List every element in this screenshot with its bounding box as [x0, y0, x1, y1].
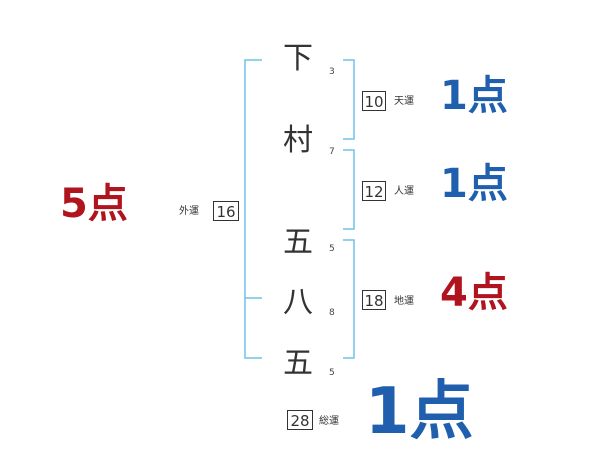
stroke-count-2: 7: [329, 147, 335, 157]
gai-un-label: 外運: [179, 206, 199, 217]
stroke-count-4: 8: [329, 308, 335, 318]
chi-un-label: 地運: [394, 296, 414, 307]
chi-bracket: [343, 239, 355, 359]
jin-un-value: 12: [362, 181, 386, 201]
stroke-count-5: 5: [329, 368, 335, 378]
jin-bracket: [343, 149, 355, 230]
gai-un-value: 16: [213, 201, 239, 221]
outer-bracket: [244, 59, 262, 359]
chi-un-value: 18: [362, 290, 386, 310]
stroke-count-3: 5: [329, 244, 335, 254]
ten-bracket: [343, 59, 355, 140]
ten-un-value: 10: [362, 91, 386, 111]
jin-un-score: 1点: [440, 161, 508, 207]
chi-un-score: 4点: [440, 270, 508, 316]
name-char-4: 八: [283, 285, 313, 320]
name-char-1: 下: [283, 41, 313, 76]
so-un-score: 1点: [365, 375, 474, 449]
ten-un-label: 天運: [394, 96, 414, 107]
name-char-5: 五: [283, 346, 313, 381]
so-un-label: 総運: [319, 416, 339, 427]
name-char-3: 五: [283, 225, 313, 260]
stroke-count-1: 3: [329, 67, 335, 77]
name-char-2: 村: [283, 123, 313, 158]
jin-un-label: 人運: [394, 186, 414, 197]
gai-un-score: 5点: [60, 181, 128, 227]
so-un-value: 28: [287, 410, 313, 430]
ten-un-score: 1点: [440, 73, 508, 119]
